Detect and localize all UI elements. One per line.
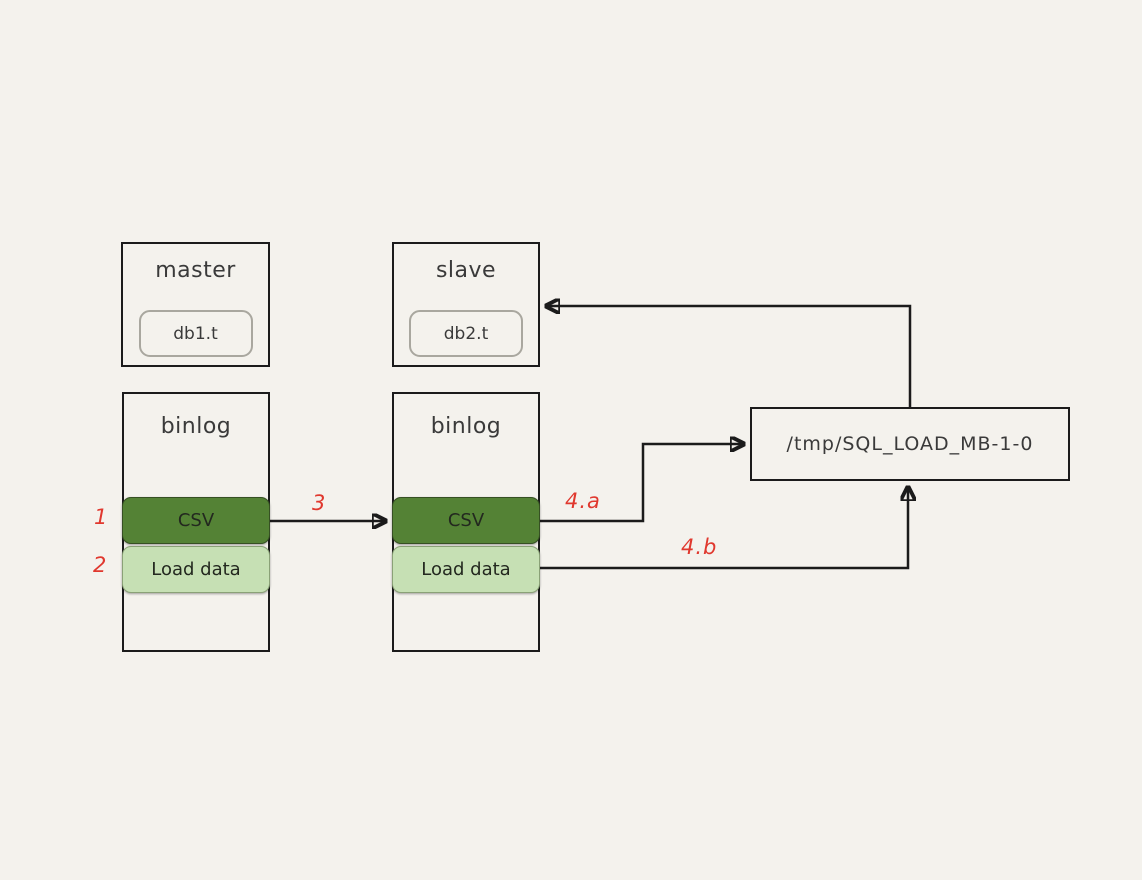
master-table-db1: db1.t — [138, 310, 253, 357]
master-title: master — [155, 258, 236, 283]
node-binlog-slave: binlog CSV Load data — [392, 392, 540, 652]
tmp-file-label: /tmp/SQL_LOAD_MB-1-0 — [786, 433, 1034, 455]
binlog-slave-event-csv: CSV — [392, 497, 540, 544]
csv-event-label: CSV — [177, 510, 215, 531]
csv-event-label: CSV — [447, 510, 485, 531]
annotation-step-2: 2 — [93, 553, 108, 577]
load-data-event-label: Load data — [421, 559, 511, 580]
binlog-master-event-load-data: Load data — [122, 546, 270, 593]
slave-title: slave — [435, 258, 497, 283]
binlog-slave-event-load-data: Load data — [392, 546, 540, 593]
arrow-tmp-file-to-slave — [547, 306, 912, 407]
node-tmp-file: /tmp/SQL_LOAD_MB-1-0 — [750, 407, 1070, 481]
node-slave: slave db2.t — [392, 242, 540, 367]
binlog-master-event-csv: CSV — [122, 497, 270, 544]
annotation-step-4b: 4.b — [681, 535, 718, 559]
slave-table-db2: db2.t — [409, 310, 523, 357]
binlog-master-title: binlog — [160, 414, 232, 439]
master-table-label: db1.t — [173, 323, 218, 344]
annotation-step-4a: 4.a — [565, 489, 601, 513]
node-binlog-master: binlog CSV Load data — [122, 392, 270, 652]
annotation-step-1: 1 — [94, 505, 109, 529]
annotation-step-3: 3 — [312, 491, 327, 515]
slave-table-label: db2.t — [443, 323, 489, 344]
binlog-slave-title: binlog — [430, 414, 502, 439]
load-data-event-label: Load data — [151, 559, 241, 580]
node-master: master db1.t — [121, 242, 270, 367]
